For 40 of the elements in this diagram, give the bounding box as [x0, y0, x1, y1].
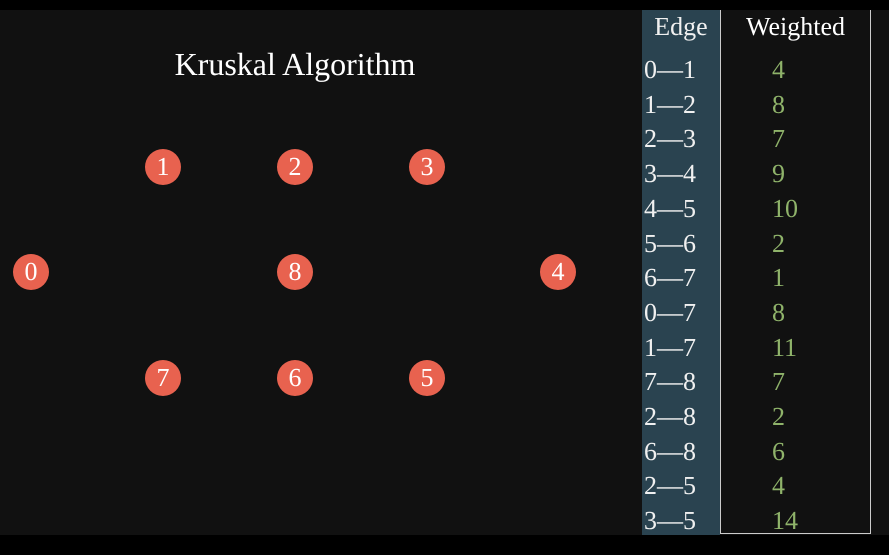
- graph-node-circle: 4: [540, 254, 576, 290]
- graph-node-circle: 2: [277, 149, 313, 185]
- vertex-pair-text: 2—3: [644, 124, 696, 154]
- weight-value: 6: [771, 436, 785, 467]
- weight-value: 8: [771, 298, 785, 328]
- vertex-pair-text: 1—7: [644, 332, 696, 363]
- vertex-pair-text: 5—6: [644, 228, 696, 258]
- vertex-pair-text: 3—4: [644, 159, 696, 190]
- graph-node-circle: 7: [145, 360, 181, 396]
- weight-value: 4: [771, 471, 785, 502]
- vertex-pair-text: 6—7: [644, 263, 696, 294]
- vertex-pair-text: 6—8: [644, 436, 696, 467]
- graph-node-circle: 6: [277, 360, 313, 396]
- vertex-pair-text: 0—7: [644, 298, 696, 328]
- graph-node-circle: 8: [277, 254, 313, 290]
- vertex-pair-text: 4—5: [644, 194, 696, 224]
- graph-node-circle: 3: [409, 149, 445, 185]
- column-header: Weighted: [745, 12, 846, 42]
- vertex-pair-text: 2—5: [644, 471, 696, 502]
- weight-value: 7: [771, 367, 785, 398]
- vertex-pair-text: 3—5: [644, 506, 696, 535]
- weight-value: 4: [771, 55, 785, 85]
- vertex-pair-text: 2—8: [644, 402, 696, 432]
- graph-node-circle: 5: [409, 360, 445, 396]
- column-header: Edge: [653, 12, 709, 42]
- weight-value: 8: [771, 90, 785, 120]
- weight-value: 9: [771, 159, 785, 190]
- vertex-pair-text: 1—2: [644, 90, 696, 120]
- weight-value: 11: [771, 332, 798, 363]
- weight-value: 14: [771, 506, 798, 535]
- weight-value: 1: [771, 263, 785, 294]
- weight-value: 7: [771, 124, 785, 154]
- weight-value: 2: [771, 228, 785, 258]
- graph-node-circle: 1: [145, 149, 181, 185]
- weight-value: 2: [771, 402, 785, 432]
- weight-value: 10: [771, 194, 798, 224]
- graph-node-circle: 0: [13, 254, 49, 290]
- vertex-pair-text: 7—8: [644, 367, 696, 398]
- vertex-pair-text: 0—1: [644, 55, 696, 85]
- title: Kruskal Algorithm: [174, 46, 416, 83]
